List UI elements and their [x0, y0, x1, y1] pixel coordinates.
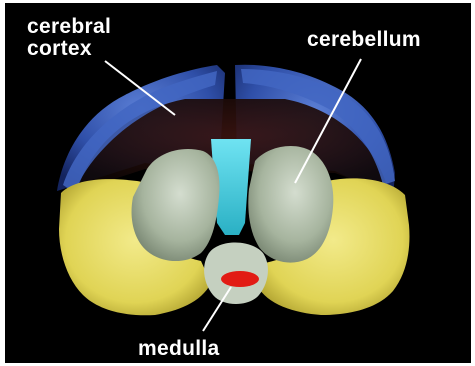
- cerebral-cortex-label-line1: cerebral: [27, 16, 111, 38]
- cerebral-cortex-label: cerebral cortex: [27, 16, 111, 60]
- medulla-label: medulla: [138, 338, 219, 360]
- medulla-core: [221, 271, 259, 287]
- cerebellum-label: cerebellum: [307, 29, 421, 51]
- cerebellum-right-inner: [248, 146, 333, 263]
- brain-diagram: cerebral cortex cerebellum medulla: [5, 3, 471, 363]
- cerebral-cortex-label-line2: cortex: [27, 38, 111, 60]
